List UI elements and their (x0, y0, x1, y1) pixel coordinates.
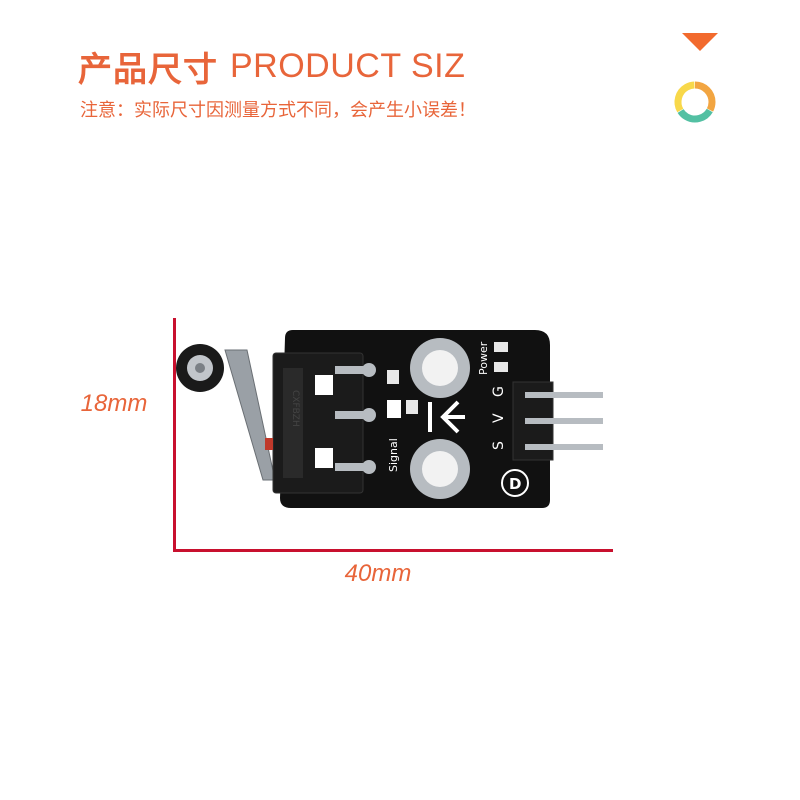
mounting-hole-top (410, 338, 470, 398)
width-dimension-line (173, 549, 613, 552)
pin-label-s: S (491, 441, 507, 450)
down-triangle-icon (682, 33, 718, 51)
microswitch-text: CXFBZH (290, 390, 300, 427)
red-marker (265, 438, 273, 450)
page-title: 产品尺寸 PRODUCT SIZ (78, 44, 466, 89)
mounting-hole-bottom (410, 439, 470, 499)
signal-led (387, 400, 401, 418)
resistor (406, 400, 418, 414)
power-label: Power (477, 341, 490, 375)
pin-label-v: V (491, 413, 507, 423)
height-dimension-line (173, 318, 176, 552)
logo-ring (501, 469, 529, 497)
signal-label: Signal (387, 438, 400, 472)
led-resistor (387, 370, 399, 384)
title-english: PRODUCT SIZ (230, 46, 466, 85)
brand-logo: D (509, 475, 521, 493)
title-chinese: 产品尺寸 (78, 50, 218, 89)
sensor-module-photo: CXFBZH Signal Power S V G D (176, 330, 603, 508)
header-pins (525, 392, 603, 450)
lever-arm (224, 349, 276, 481)
roller-wheel (176, 344, 224, 392)
color-ring-icon (674, 81, 716, 123)
arrow-left-icon (428, 400, 465, 434)
height-label: 18mm (80, 390, 148, 417)
microswitch-side (283, 368, 303, 478)
pin-label-g: G (491, 386, 507, 397)
switch-window-bottom (315, 448, 333, 468)
width-label: 40mm (344, 560, 412, 587)
switch-pins (335, 363, 376, 474)
measurement-note: 注意：实际尺寸因测量方式不同，会产生小误差！ (80, 100, 476, 120)
switch-window-top (315, 375, 333, 395)
power-resistor (494, 362, 508, 372)
power-led (494, 342, 508, 352)
